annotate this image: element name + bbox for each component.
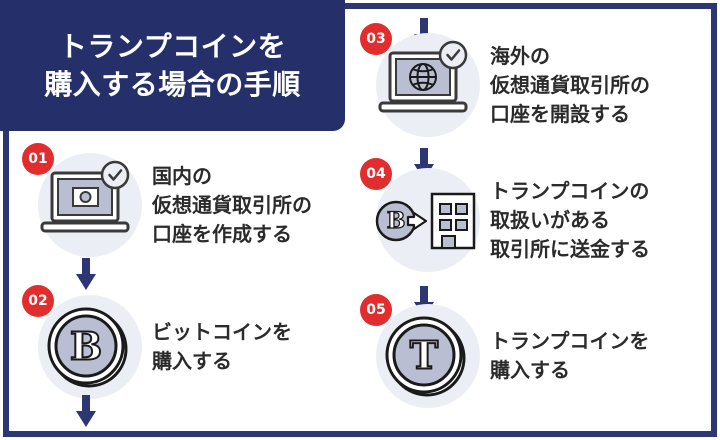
step-02: 02 B ビットコインを 購入する bbox=[22, 285, 292, 407]
right-column: 03 海外の 仮想通 bbox=[352, 0, 698, 440]
trump-coin-icon: T bbox=[385, 316, 466, 397]
arrow-step01-to-step02 bbox=[76, 258, 96, 290]
laptop-check-icon bbox=[40, 160, 130, 233]
title-banner: トランプコインを 購入する場合の手順 bbox=[0, 0, 345, 131]
laptop-globe-check-icon bbox=[378, 40, 468, 113]
step-04-line-1: トランプコインの bbox=[490, 178, 650, 203]
step-02-icon-wrap: 02 B bbox=[22, 285, 146, 407]
bitcoin-coin-icon: B bbox=[47, 307, 128, 388]
step-04-line-3: 取引所に送金する bbox=[490, 236, 650, 261]
step-04-label: トランプコインの 取扱いがある 取引所に送金する bbox=[490, 177, 650, 264]
step-03-line-1: 海外の bbox=[490, 43, 550, 68]
step-02-line-2: 購入する bbox=[152, 349, 232, 373]
step-number-badge-03: 03 bbox=[360, 23, 392, 55]
step-number-badge-04: 04 bbox=[360, 158, 392, 190]
step-04-line-2: 取扱いがある bbox=[490, 207, 610, 232]
step-01-line-3: 口座を作成する bbox=[152, 221, 292, 246]
step-04: 04 B トランプコインの 取扱いがある 取引所に送金する bbox=[360, 158, 650, 280]
step-number-badge-05: 05 bbox=[360, 294, 392, 326]
step-05-line-2: 購入する bbox=[490, 358, 570, 382]
step-04-icon-wrap: 04 B bbox=[360, 158, 484, 280]
step-03-line-3: 口座を開設する bbox=[490, 101, 630, 126]
step-01-label: 国内の 仮想通貨取引所の 口座を作成する bbox=[152, 162, 312, 249]
step-number-badge-02: 02 bbox=[22, 285, 54, 317]
step-05: 05 T トランプコインを 購入する bbox=[360, 294, 649, 416]
coin-letter: B bbox=[70, 324, 102, 369]
step-03-icon-wrap: 03 bbox=[360, 23, 484, 145]
coin-letter: B bbox=[387, 208, 406, 234]
step-03: 03 海外の 仮想通 bbox=[360, 23, 650, 145]
coin-letter: T bbox=[410, 333, 438, 378]
step-05-icon-wrap: 05 T bbox=[360, 294, 484, 416]
step-05-line-1: トランプコインを bbox=[490, 329, 650, 353]
left-column: 01 国内の 仮想通貨取引所の 口座を作成する bbox=[4, 0, 350, 440]
title-line-2: 購入する場合の手順 bbox=[44, 67, 301, 101]
arrow-step02-to-step03 bbox=[76, 395, 96, 427]
step-01-icon-wrap: 01 bbox=[22, 143, 146, 265]
step-03-line-2: 仮想通貨取引所の bbox=[490, 72, 650, 97]
step-02-line-1: ビットコインを bbox=[152, 320, 292, 344]
step-02-label: ビットコインを 購入する bbox=[152, 318, 292, 376]
step-number-badge-01: 01 bbox=[22, 143, 54, 175]
step-03-label: 海外の 仮想通貨取引所の 口座を開設する bbox=[490, 42, 650, 129]
coin-to-building-icon: B bbox=[375, 192, 476, 250]
step-01: 01 国内の 仮想通貨取引所の 口座を作成する bbox=[22, 143, 312, 265]
title-line-1: トランプコインを bbox=[58, 29, 287, 63]
step-05-label: トランプコインを 購入する bbox=[490, 327, 649, 385]
step-01-line-1: 国内の bbox=[152, 163, 212, 188]
step-01-line-2: 仮想通貨取引所の bbox=[152, 192, 312, 217]
